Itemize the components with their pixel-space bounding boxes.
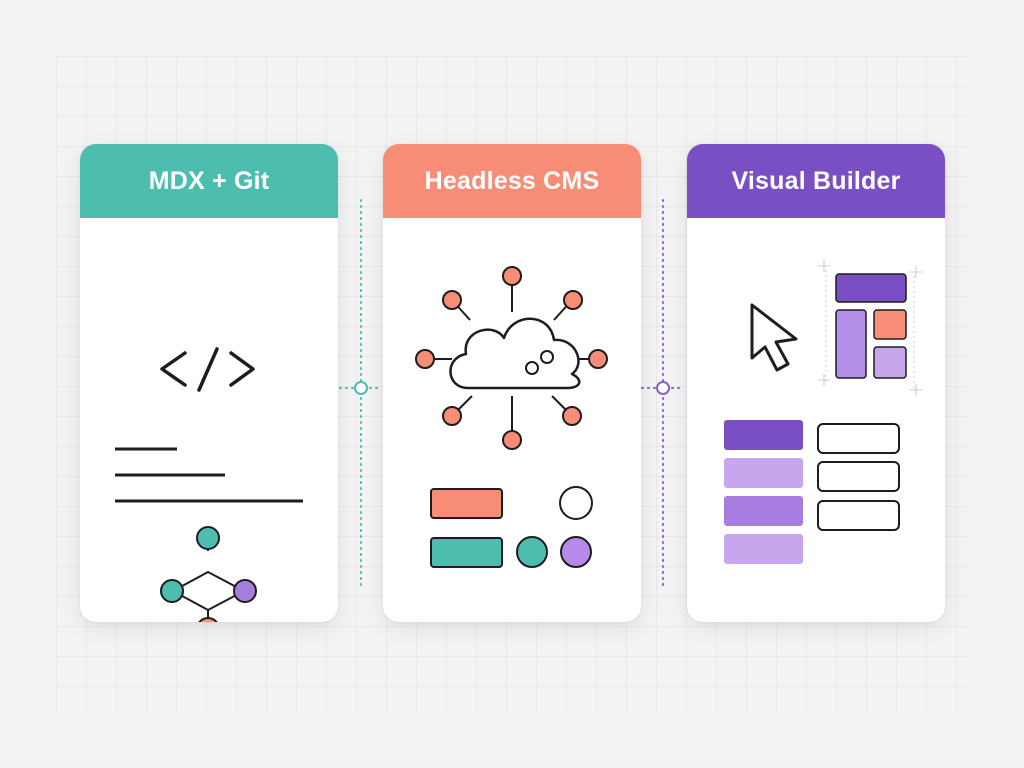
git-graph-icon (160, 526, 257, 622)
card-visual-builder: Visual Builder (687, 144, 945, 622)
card-mdx-git: MDX + Git (80, 144, 338, 622)
card-title: MDX + Git (148, 166, 270, 195)
card-title: Headless CMS (424, 166, 600, 195)
code-brackets-icon (160, 347, 255, 392)
card-title: Visual Builder (731, 166, 901, 195)
card-headless-cms: Headless CMS (383, 144, 641, 622)
card-header: Headless CMS (383, 144, 641, 218)
card-header: Visual Builder (687, 144, 945, 218)
text-lines-icon (115, 447, 303, 503)
card-header: MDX + Git (80, 144, 338, 218)
